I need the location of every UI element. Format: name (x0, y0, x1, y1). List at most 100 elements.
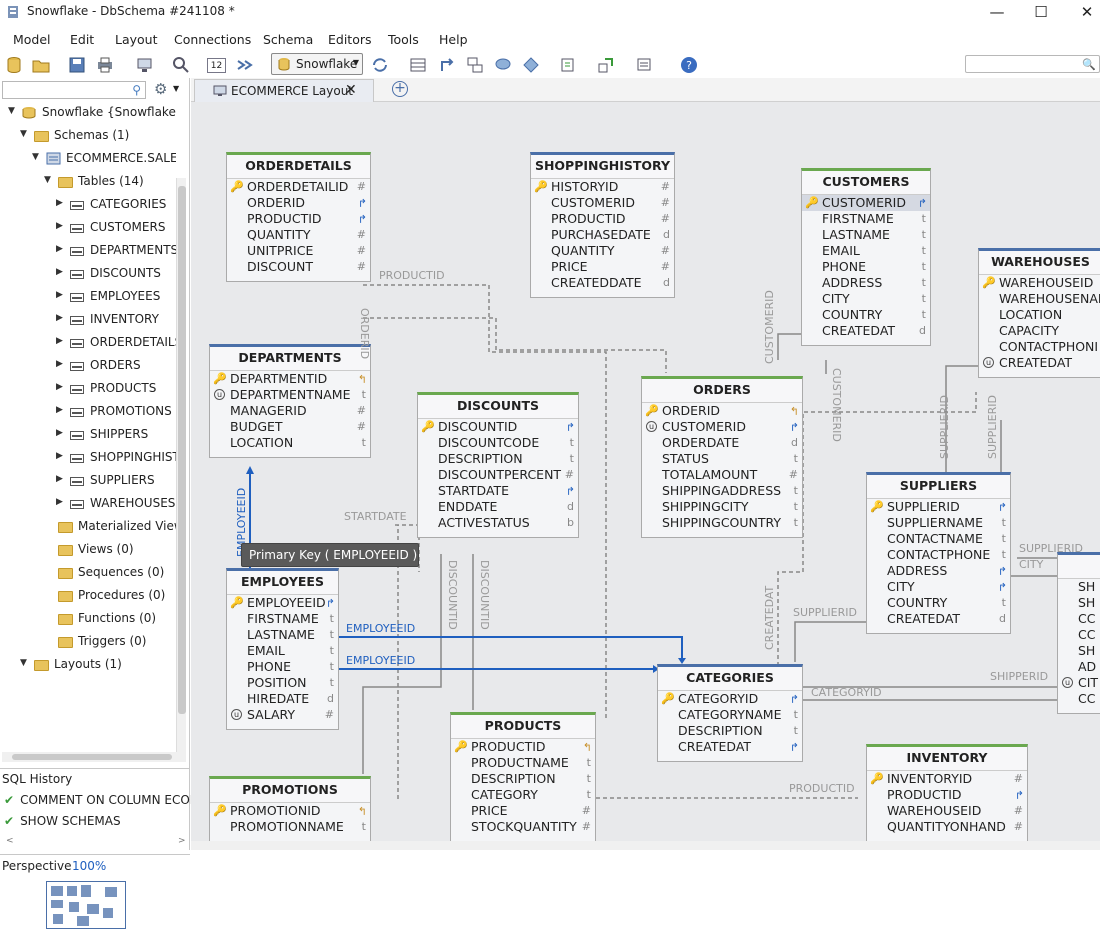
entity-inventory[interactable]: INVENTORY🔑INVENTORYID#PRODUCTID↱WAREHOUS… (866, 744, 1028, 842)
entity-column[interactable]: ORDERID↱ (227, 195, 370, 211)
entity-column[interactable]: 🔑CATEGORYID↱ (658, 691, 802, 707)
menu-edit[interactable]: Edit (70, 32, 95, 47)
entity-column[interactable]: 🔑EMPLOYEEID↱ (227, 595, 338, 611)
expand-arrow-icon[interactable]: ▶ (56, 451, 63, 461)
expand-arrow-icon[interactable]: ▶ (56, 428, 63, 438)
sidebar-item-inventory[interactable]: ▶INVENTORY (0, 310, 176, 330)
entity-column[interactable]: ADDRESS↱ (867, 563, 1010, 579)
tree-layouts[interactable]: ▼Layouts (1) (0, 655, 176, 675)
expand-arrow-icon[interactable]: ▶ (56, 267, 63, 277)
entity-column[interactable]: PRODUCTID# (531, 211, 674, 227)
maximize-button[interactable]: ☐ (1034, 3, 1048, 21)
entity-column[interactable]: DISCOUNT# (227, 259, 370, 275)
menu-help[interactable]: Help (439, 32, 468, 47)
sidebar-item-shoppinghistc[interactable]: ▶SHOPPINGHISTC (0, 448, 176, 468)
tree-scrollbar[interactable] (176, 178, 186, 754)
entity-column[interactable]: CC (1058, 691, 1100, 707)
entity-column[interactable]: MANAGERID# (210, 403, 370, 419)
menu-tools[interactable]: Tools (388, 32, 419, 47)
add-layout-button[interactable]: + (392, 81, 408, 97)
close-button[interactable]: ✕ (1080, 3, 1094, 21)
shape-icon[interactable] (522, 56, 540, 74)
close-icon[interactable]: ✕ (345, 82, 357, 98)
entity-orderdetails[interactable]: ORDERDETAILS🔑ORDERDETAILID#ORDERID↱PRODU… (226, 152, 371, 282)
expand-arrow-icon[interactable]: ▶ (56, 359, 63, 369)
tree-schema[interactable]: ▼ECOMMERCE.SALES (0, 149, 176, 169)
group-icon[interactable] (466, 56, 484, 74)
sidebar-item-categories[interactable]: ▶CATEGORIES (0, 195, 176, 215)
scroll-left-icon[interactable]: < (6, 836, 14, 846)
entity-column[interactable]: CUSTOMERID# (531, 195, 674, 211)
entity-column[interactable]: WAREHOUSEID# (867, 803, 1027, 819)
chevron-down-icon[interactable]: ▼ (173, 84, 180, 93)
forward-icon[interactable] (236, 56, 254, 74)
expand-arrow-icon[interactable]: ▶ (56, 290, 63, 300)
menu-connections[interactable]: Connections (174, 32, 252, 47)
zoom-level[interactable]: 12 (207, 58, 226, 73)
expand-arrow-icon[interactable]: ▼ (8, 106, 15, 116)
sidebar-item-promotions[interactable]: ▶PROMOTIONS (0, 402, 176, 422)
tree-folder[interactable]: Procedures (0) (0, 586, 176, 606)
tree-tables-folder[interactable]: ▼Tables (14) (0, 172, 176, 192)
entity-column[interactable]: 🔑PROMOTIONID↰ (210, 803, 370, 819)
sidebar-item-warehouses[interactable]: ▶WAREHOUSES (0, 494, 176, 514)
entity-column[interactable]: PRODUCTID↱ (227, 211, 370, 227)
query-icon[interactable] (560, 56, 578, 74)
table-icon[interactable] (409, 56, 427, 74)
expand-arrow-icon[interactable]: ▶ (56, 497, 63, 507)
entity-column[interactable]: CC (1058, 611, 1100, 627)
sidebar-item-suppliers[interactable]: ▶SUPPLIERS (0, 471, 176, 491)
entity-column[interactable]: 🔑CUSTOMERID↱ (802, 195, 930, 211)
connect-icon[interactable] (136, 56, 154, 74)
entity-column[interactable]: CONTACTPHONI (979, 339, 1100, 355)
sidebar-item-discounts[interactable]: ▶DISCOUNTS (0, 264, 176, 284)
entity-column[interactable]: DISCOUNTPERCENT# (418, 467, 578, 483)
expand-arrow-icon[interactable]: ▼ (20, 658, 27, 668)
tree-folder[interactable]: Triggers (0) (0, 632, 176, 652)
sync-icon[interactable] (597, 56, 615, 74)
save-icon[interactable] (68, 56, 86, 74)
menu-model[interactable]: Model (13, 32, 51, 47)
expand-arrow-icon[interactable]: ▶ (56, 382, 63, 392)
entity-column[interactable]: AD (1058, 659, 1100, 675)
entity-column[interactable]: WAREHOUSENAI (979, 291, 1100, 307)
entity-column[interactable]: 🔑ORDERDETAILID# (227, 179, 370, 195)
sidebar-item-employees[interactable]: ▶EMPLOYEES (0, 287, 176, 307)
entity-column[interactable]: QUANTITY# (227, 227, 370, 243)
entity-column[interactable]: 🔑INVENTORYID# (867, 771, 1027, 787)
open-folder-icon[interactable] (32, 56, 50, 74)
entity-column[interactable]: QUANTITY# (531, 243, 674, 259)
toolbar-search-input[interactable]: 🔍 (965, 55, 1100, 73)
tree-search-input[interactable]: ⚲ (2, 81, 146, 99)
schema-combo[interactable]: Snowflake ▼ (271, 53, 363, 75)
sql-history-item[interactable]: ✔COMMENT ON COLUMN ECOM (4, 793, 201, 807)
entity-column[interactable]: SH (1058, 595, 1100, 611)
